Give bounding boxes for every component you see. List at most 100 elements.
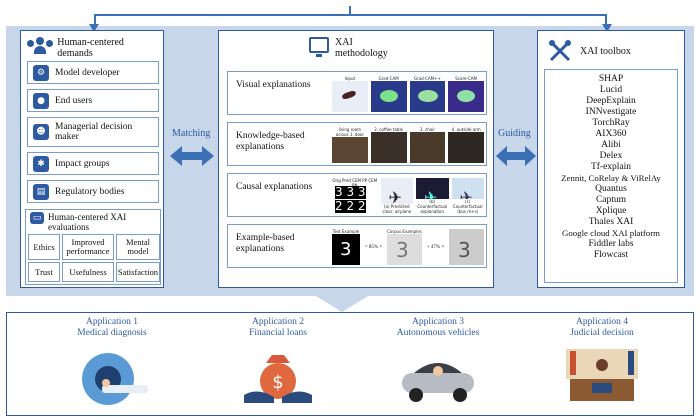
thumb-digits: Orig Pred CEM PP CEM PN3 3 32 2 2	[332, 178, 378, 214]
demand-impact-groups: ✱ Impact groups	[27, 152, 159, 175]
knowledge-thumbnails: living room ocious 1. door 2. coffee tab…	[332, 127, 484, 163]
tools-icon	[549, 40, 571, 62]
thumb-weight-2: + 47% ×	[425, 229, 446, 265]
thumb-coffee-table: 2. coffee table	[370, 127, 407, 163]
tool-item: DeepExplain	[586, 96, 636, 106]
evaluations-header: ▭ Human-centered XAI evaluations	[30, 212, 158, 232]
thumb-outside-arm: 4. outside arm	[448, 127, 484, 163]
tool-item: Quantus	[595, 184, 627, 194]
application-judicial-decision: Application 4 Judicial decision	[527, 317, 677, 407]
people-group-icon	[27, 37, 53, 54]
monitor-people-icon: ▭	[30, 212, 44, 224]
method-label: Example-based explanations	[236, 233, 295, 254]
application-name: Medical diagnosis	[77, 328, 147, 338]
demand-label: Model developer	[55, 67, 120, 78]
tool-item: Tf-explain	[590, 162, 632, 172]
tools-list: SHAP Lucid DeepExplain INNvestigate Torc…	[544, 69, 678, 283]
guiding-connector-line	[94, 14, 607, 28]
application-medical-diagnosis: Application 1 Medical diagnosis	[37, 317, 187, 407]
application-number: Application 2	[252, 317, 304, 327]
method-label: Causal explanations	[236, 182, 313, 192]
thumb-counterfactual: ✈(b) Counterfactual explanation	[416, 178, 449, 214]
thumb-weight-1: = 85% ×	[363, 229, 384, 265]
thumb-gradcam: Grad-CAM	[370, 76, 407, 112]
demand-label: End users	[55, 95, 93, 106]
connector-hub	[349, 6, 351, 16]
eval-ethics: Ethics	[28, 234, 60, 260]
thumb-airplane: ✈(a) Predicted class: airplane	[380, 178, 413, 214]
method-label: Visual explanations	[236, 80, 311, 90]
tool-item: Google cloud XAI platform	[562, 228, 660, 238]
application-number: Application 3	[412, 317, 464, 327]
xai-evaluations-box: ▭ Human-centered XAI evaluations Ethics …	[25, 209, 161, 285]
thumb-chair: 3. chair	[409, 127, 446, 163]
application-number: Application 4	[576, 317, 628, 327]
methodology-title: XAI methodology	[335, 37, 388, 59]
human-centered-demands-panel: Human-centered demands ⚙ Model developer…	[20, 30, 164, 288]
method-causal-explanations: Causal explanations Orig Pred CEM PP CEM…	[227, 173, 487, 217]
eval-usefulness: Usefulness	[62, 262, 114, 282]
courtroom-icon	[562, 343, 642, 407]
connector-arrow-right	[602, 24, 612, 32]
self-driving-car-icon	[398, 343, 478, 407]
web-monitor-icon	[309, 37, 329, 57]
tool-item: AIX360	[595, 129, 627, 139]
demand-end-users: ● End users	[27, 89, 159, 112]
tool-item: SHAP	[598, 74, 624, 84]
thumb-gradcam-plus: Grad-CAM++	[409, 76, 446, 112]
guiding-label: Guiding	[498, 128, 531, 139]
demand-model-developer: ⚙ Model developer	[27, 61, 159, 84]
document-icon: ▤	[33, 183, 49, 200]
connector-arrow-left	[89, 24, 99, 32]
causal-thumbnails: Orig Pred CEM PP CEM PN3 3 32 2 2 ✈(a) P…	[332, 178, 484, 214]
tool-item: Flowcast	[593, 250, 629, 260]
thumb-scorecam: Score-CAM	[448, 76, 484, 112]
application-name: Autonomous vehicles	[396, 328, 480, 338]
thumb-input: Input	[332, 76, 368, 112]
eval-mental-model: Mental model	[116, 234, 160, 260]
toolbox-header: XAI toolbox	[548, 39, 631, 63]
thumb-counterfactual-bus: ✈(c) Counterfactual (bus m+s)	[451, 178, 484, 214]
eval-improved-performance: Improved performance	[62, 234, 114, 260]
tool-item: Xplique	[595, 206, 627, 216]
money-bag-icon: $	[238, 343, 318, 407]
svg-text:$: $	[272, 372, 283, 393]
visual-thumbnails: Input Grad-CAM Grad-CAM++ Score-CAM	[332, 76, 484, 112]
network-icon: ✱	[33, 155, 49, 172]
evaluations-title: Human-centered XAI evaluations	[48, 212, 127, 232]
application-name: Judicial decision	[570, 328, 634, 338]
demands-header: Human-centered demands	[27, 37, 159, 59]
tool-item: Delex	[599, 151, 623, 161]
applications-panel: Application 1 Medical diagnosis Applicat…	[6, 312, 694, 416]
tool-item: Alibi	[601, 140, 621, 150]
tool-item: Captum	[595, 195, 627, 205]
demand-managerial-decision-maker: ☻ Managerial decision maker	[27, 117, 159, 147]
team-icon: ☻	[33, 124, 49, 140]
eval-trust: Trust	[28, 262, 60, 282]
toolbox-title: XAI toolbox	[580, 45, 631, 57]
down-flow-arrow	[316, 296, 368, 312]
methodology-header: XAI methodology	[309, 37, 395, 59]
method-knowledge-based-explanations: Knowledge-based explanations living room…	[227, 122, 487, 166]
eval-satisfaction: Satisfaction	[116, 262, 160, 282]
user-icon: ●	[33, 92, 49, 109]
thumb-corpus-2: 3	[449, 229, 484, 265]
xai-methodology-panel: XAI methodology Visual explanations Inpu…	[218, 30, 494, 288]
tool-item: Fiddler labs	[588, 239, 634, 249]
demand-label: Regulatory bodies	[55, 186, 125, 197]
application-name: Financial loans	[249, 328, 307, 338]
tool-item: Lucid	[599, 85, 623, 95]
demands-title: Human-centered demands	[57, 37, 124, 59]
mri-scanner-icon	[72, 343, 152, 407]
demand-regulatory-bodies: ▤ Regulatory bodies	[27, 180, 159, 203]
tool-item: Thales XAI	[588, 217, 634, 227]
method-label: Knowledge-based explanations	[236, 131, 305, 152]
tool-item: TorchRay	[592, 118, 630, 128]
matching-label: Matching	[172, 128, 211, 139]
thumb-living-room: living room ocious 1. door	[332, 127, 368, 163]
head-gear-icon: ⚙	[33, 64, 49, 81]
